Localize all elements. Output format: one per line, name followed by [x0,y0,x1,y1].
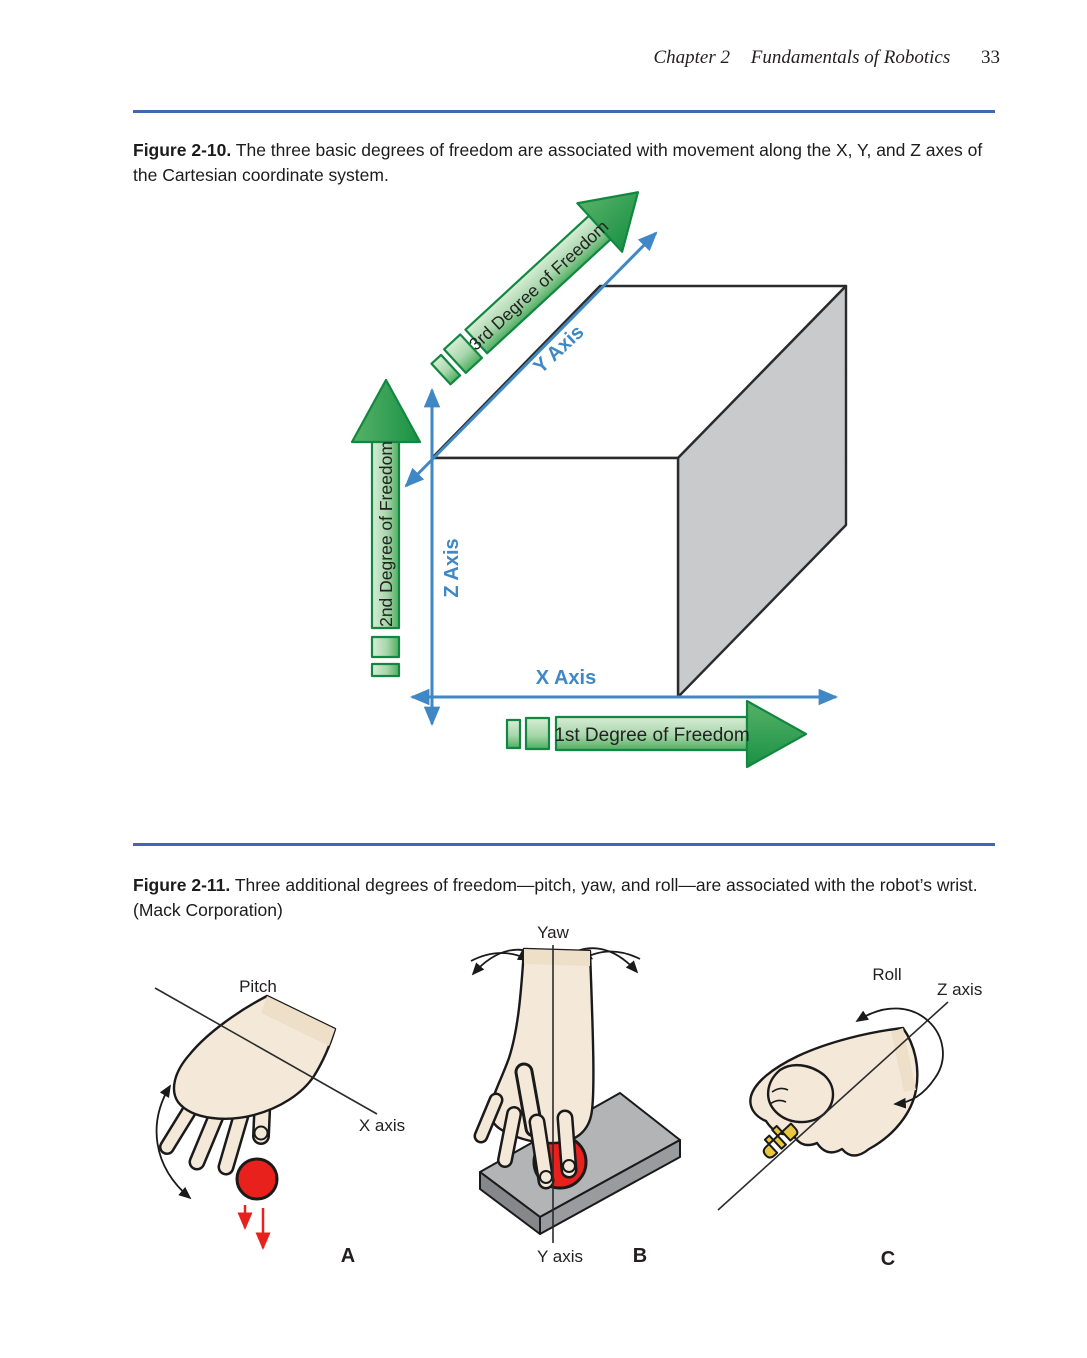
hand-a-palm [172,994,337,1120]
dof3-head [576,191,640,253]
pitch-label: Pitch [239,977,277,996]
dof3-tail-segment-2 [443,333,484,374]
roll-z-axis-line [717,1001,949,1211]
dof2-tail-segment-1 [370,635,401,659]
key [762,1122,799,1159]
dof2-label: 2nd Degree of Freedom [376,441,396,627]
figure-2-11-diagram: Pitch X axis A [154,923,982,1270]
roll-rotation-arrow [855,1007,944,1109]
dof2-head [350,378,422,444]
knuckle-creases [769,1087,789,1105]
wrist-shading [261,996,335,1046]
plate-front-side [539,1139,681,1235]
hand-b-forearm [488,947,595,1145]
cube-front-face [430,456,680,699]
yaw-label: Yaw [537,923,570,942]
dof1-arrow: 1st Degree of Freedom [505,699,808,769]
x-axis-label: X Axis [536,667,596,689]
roll-label: Roll [872,965,901,984]
ball [235,1157,279,1201]
book-title: Fundamentals of Robotics [750,47,951,68]
y-axis-line [404,231,658,488]
panel-yaw: Yaw Y axis B [470,923,681,1267]
figure-2-10-caption-label: Figure 2-10. [133,139,232,160]
panel-letter-b: B [633,1245,647,1267]
figure-2-11-caption: Figure 2-11. Three additional degrees of… [133,873,999,924]
dof1-tail-segment-1 [505,718,522,750]
section-rule-top [133,110,995,113]
roll-axis-label: Z axis [937,980,982,999]
panel-pitch: Pitch X axis A [154,977,405,1267]
dof2-tail-segment-2 [370,662,401,678]
dof2-arrow: 2nd Degree of Freedom [350,378,422,678]
dof1-tail-segment-2 [524,716,551,751]
pitch-axis-label: X axis [359,1116,405,1135]
chapter-label: Chapter 2 [653,47,731,68]
panel-letter-c: C [881,1248,895,1270]
section-rule-bottom [133,843,995,846]
pitch-rotation-arrow [155,1084,192,1200]
panel-letter-a: A [341,1245,355,1267]
pitch-x-axis-line [154,987,378,1115]
hand-b-fingers [473,1062,578,1190]
fingernail [562,1159,576,1173]
hand-c-thumb [767,1063,835,1124]
figure-2-10-caption: Figure 2-10. The three basic degrees of … [133,138,999,189]
dof2-body [370,435,401,630]
figure-2-11-caption-label: Figure 2-11. [133,874,231,895]
z-axis-label: Z Axis [441,538,463,597]
dof1-head [745,699,808,769]
fingernail [253,1125,269,1141]
figure-2-10-caption-text: The three basic degrees of freedom are a… [133,139,983,186]
dof1-label: 1st Degree of Freedom [554,725,749,746]
figure-2-11-caption-text: Three additional degrees of freedom—pitc… [133,874,978,921]
panel-roll: Roll Z axis C [717,965,982,1270]
page-number: 33 [981,47,1000,68]
wrist-shading-b [524,949,590,966]
running-head: Chapter 2 Fundamentals of Robotics 33 [653,47,1000,69]
fingernail [539,1170,553,1184]
figure-2-10-diagram: X Axis Z Axis Y Axis 1st Degree of Freed… [350,191,848,769]
dof3-tail-segment-1 [430,353,462,386]
yaw-axis-label: Y axis [537,1247,583,1266]
